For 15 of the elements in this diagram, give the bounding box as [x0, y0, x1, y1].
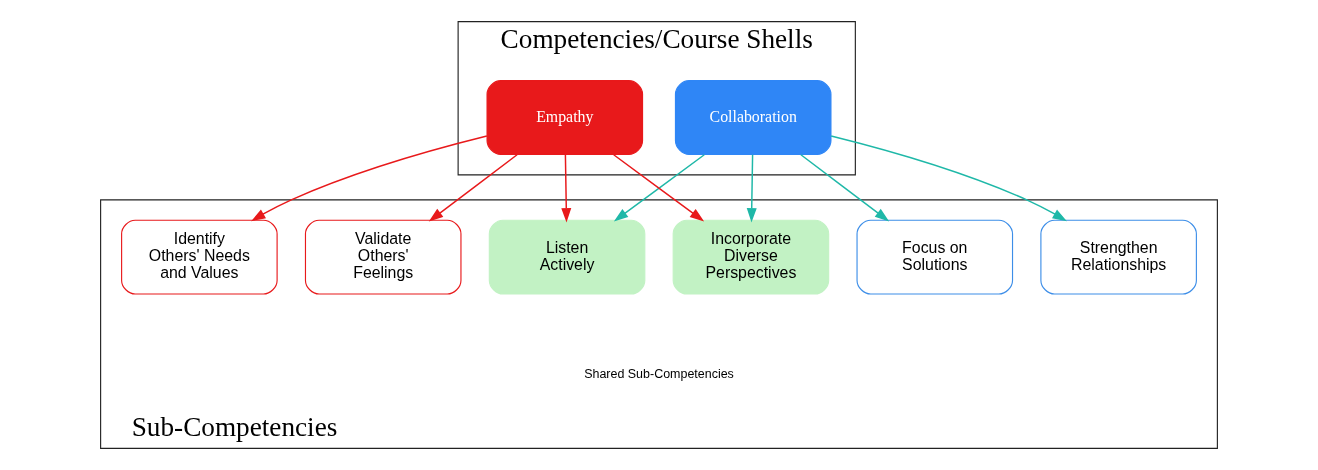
node-box: Listen Actively: [488, 219, 646, 295]
node-box: Collaboration: [674, 80, 832, 155]
node-box: Strengthen Relationships: [1040, 219, 1197, 295]
arrow: [561, 154, 572, 223]
arrow: [251, 135, 488, 222]
arrow: [830, 135, 1067, 222]
node-box: Focus on Solutions: [856, 219, 1014, 295]
arrow: [428, 154, 518, 222]
node-box: Incorporate Diverse Perspectives: [672, 219, 830, 295]
arrow: [800, 154, 890, 222]
node-box: Empathy: [486, 80, 644, 155]
node-box: Validate Others' Feelings: [304, 219, 462, 295]
label: Shared Sub-Competencies: [584, 366, 734, 381]
node-box: Identify Others' Needs and Values: [121, 219, 278, 295]
arrow: [746, 154, 757, 223]
